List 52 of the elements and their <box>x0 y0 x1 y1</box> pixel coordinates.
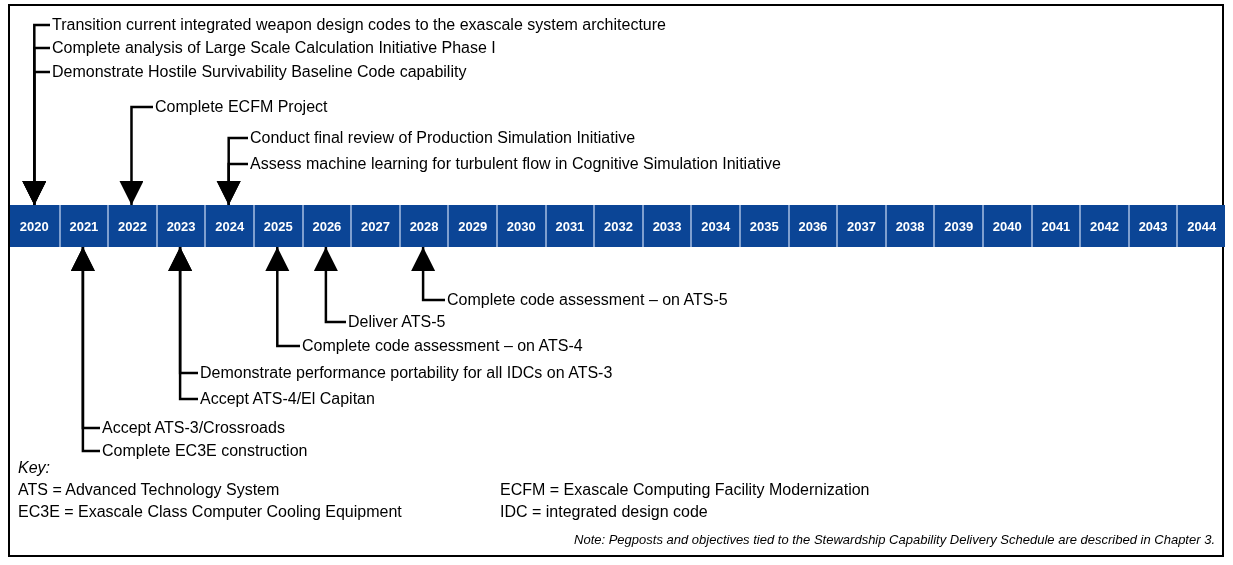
year-cell: 2031 <box>544 205 594 247</box>
milestone-text: Deliver ATS-5 <box>348 312 446 332</box>
year-cell: 2024 <box>204 205 253 247</box>
year-cell: 2038 <box>884 205 934 247</box>
key-entry: EC3E = Exascale Class Computer Cooling Equipment <box>18 502 402 522</box>
year-cell: 2042 <box>1079 205 1128 247</box>
year-cell: 2032 <box>593 205 642 247</box>
milestone-text: Demonstrate performance portability for all IDCs on ATS-3 <box>200 363 613 383</box>
milestone-text: Conduct final review of Production Simulation Initiative <box>250 128 636 148</box>
milestone-text: Transition current integrated weapon design codes to the exascale system architecture <box>52 15 666 35</box>
year-cell: 2036 <box>787 205 837 247</box>
milestone-text: Complete code assessment – on ATS-4 <box>302 336 583 356</box>
year-cell: 2043 <box>1127 205 1177 247</box>
year-cell: 2028 <box>398 205 448 247</box>
key-entry: ATS = Advanced Technology System <box>18 480 280 500</box>
arrow <box>265 247 300 348</box>
year-cell: 2041 <box>1030 205 1080 247</box>
arrow <box>216 162 248 205</box>
milestone-text: Complete code assessment – on ATS-5 <box>447 290 728 310</box>
milestone-text: Complete EC3E construction <box>102 441 308 461</box>
key-entry: ECFM = Exascale Computing Facility Modernization <box>500 480 870 500</box>
milestone-text: Accept ATS-3/Crossroads <box>102 418 285 438</box>
milestone-text: Demonstrate Hostile Survivability Baseline Code capability <box>52 62 467 82</box>
year-cell: 2040 <box>982 205 1031 247</box>
arrow <box>119 105 153 205</box>
year-cell: 2030 <box>496 205 545 247</box>
milestone-text: Accept ATS-4/El Capitan <box>200 389 375 409</box>
milestone-text: Complete analysis of Large Scale Calculation Initiative Phase I <box>52 38 496 58</box>
year-cell: 2026 <box>301 205 351 247</box>
key-heading: Key: <box>18 458 50 478</box>
arrow <box>168 247 198 401</box>
arrow <box>22 70 50 205</box>
year-cell: 2034 <box>690 205 739 247</box>
year-cell: 2044 <box>1176 205 1225 247</box>
node-label: 2020 <box>19 218 49 234</box>
year-cell: 2027 <box>350 205 399 247</box>
year-cell: 2035 <box>739 205 788 247</box>
year-cell: 2023 <box>155 205 205 247</box>
year-cell: 2033 <box>641 205 691 247</box>
year-cell: 2020 <box>10 205 59 247</box>
milestone-text: Complete ECFM Project <box>155 97 328 117</box>
year-cell: 2037 <box>836 205 885 247</box>
key-entry: IDC = integrated design code <box>500 502 708 522</box>
year-cell: 2039 <box>933 205 982 247</box>
year-cell: 2025 <box>253 205 302 247</box>
year-cell: 2022 <box>107 205 156 247</box>
arrow <box>313 247 346 324</box>
milestone-text: Assess machine learning for turbulent flow in Cognitive Simulation Initiative <box>250 154 781 174</box>
year-cell: 2021 <box>58 205 108 247</box>
footnote: Note: Pegposts and objectives tied to the Stewardship Capability Delivery Schedule are described in Chapter 3. <box>574 531 1215 549</box>
arrow <box>411 247 445 302</box>
year-cell: 2029 <box>447 205 496 247</box>
